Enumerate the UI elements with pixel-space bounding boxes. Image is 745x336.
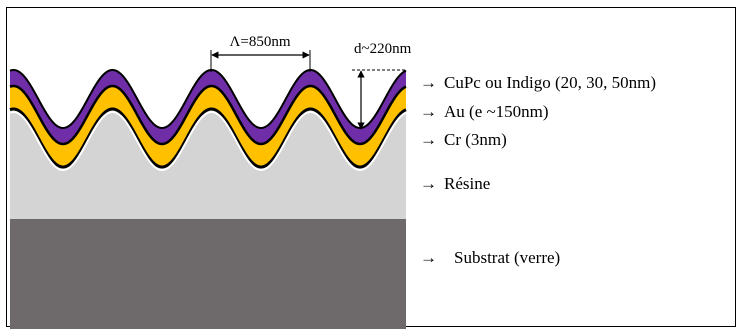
gold-top-outline [9,84,407,146]
layer-arrow: → [420,102,437,121]
layer-label-resin: Résine [444,174,490,193]
layer-legend: → CuPc ou Indigo (20, 30, 50nm) → Au (e … [420,73,656,267]
layer-arrow: → [420,174,437,193]
layer-arrow: → [420,130,437,149]
layer-arrow: → [420,73,437,92]
layer-arrow: → [420,248,437,267]
depth-label: d~220nm [354,41,412,57]
resin-white-edge [9,111,407,172]
resin-layer [10,109,406,219]
layer-label-gold: Au (e ~150nm) [444,102,549,121]
layer-label-chromium: Cr (3nm) [444,130,507,149]
substrate-layer [10,218,406,329]
dye-layer [10,70,406,145]
dye-top-outline [9,69,407,130]
gold-layer [10,86,406,168]
period-label: Λ=850nm [229,34,290,50]
chromium-layer [9,107,407,169]
layer-label-dye: CuPc ou Indigo (20, 30, 50nm) [444,73,656,92]
layer-label-substrate: Substrat (verre) [454,248,560,267]
